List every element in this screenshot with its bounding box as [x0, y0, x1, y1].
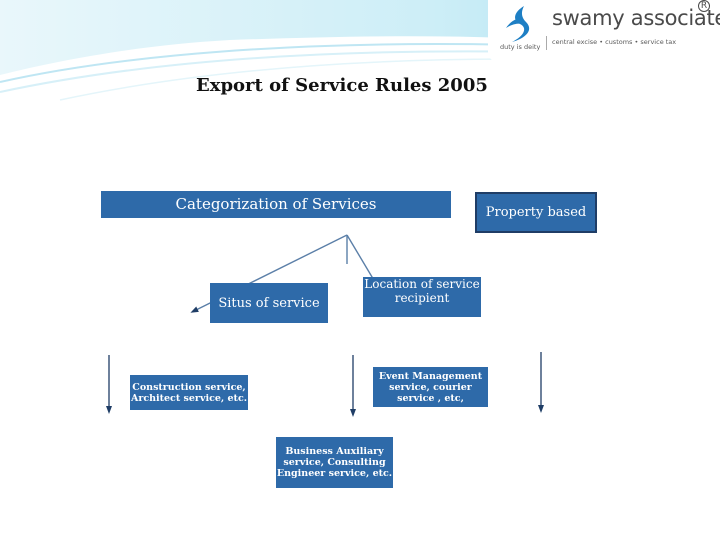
slide-title: Export of Service Rules 2005: [196, 75, 488, 96]
event-management-label: Event Management service, courier servic…: [378, 370, 483, 404]
brand-motto: duty is deity: [500, 43, 541, 51]
property-based-box: Property based: [475, 192, 597, 233]
swirl-logo-icon: [506, 6, 530, 42]
brand-tagline: central excise • customs • service tax: [552, 38, 677, 46]
property-based-label: Property based: [485, 205, 587, 220]
registered-mark: R: [698, 0, 710, 12]
construction-service-box: Construction service, Architect service,…: [130, 375, 248, 410]
business-auxiliary-label: Business Auxiliary service, Consulting E…: [276, 446, 393, 479]
categorization-label: Categorization of Services: [175, 195, 377, 213]
location-of-service-recipient-box: Location of service recipient: [363, 277, 481, 317]
brand-name: swamy associates: [552, 6, 720, 30]
event-management-box: Event Management service, courier servic…: [373, 367, 488, 407]
situs-of-service-box: Situs of service: [210, 283, 328, 323]
categorization-of-services-box: Categorization of Services: [101, 191, 451, 218]
business-auxiliary-box: Business Auxiliary service, Consulting E…: [276, 437, 393, 488]
location-of-service-recipient-label: Location of service recipient: [364, 277, 480, 305]
situs-of-service-label: Situs of service: [218, 295, 320, 311]
logo-divider: [546, 36, 547, 50]
construction-service-label: Construction service, Architect service,…: [130, 381, 248, 404]
brand-logo: swamy associates R duty is deity central…: [488, 0, 720, 62]
